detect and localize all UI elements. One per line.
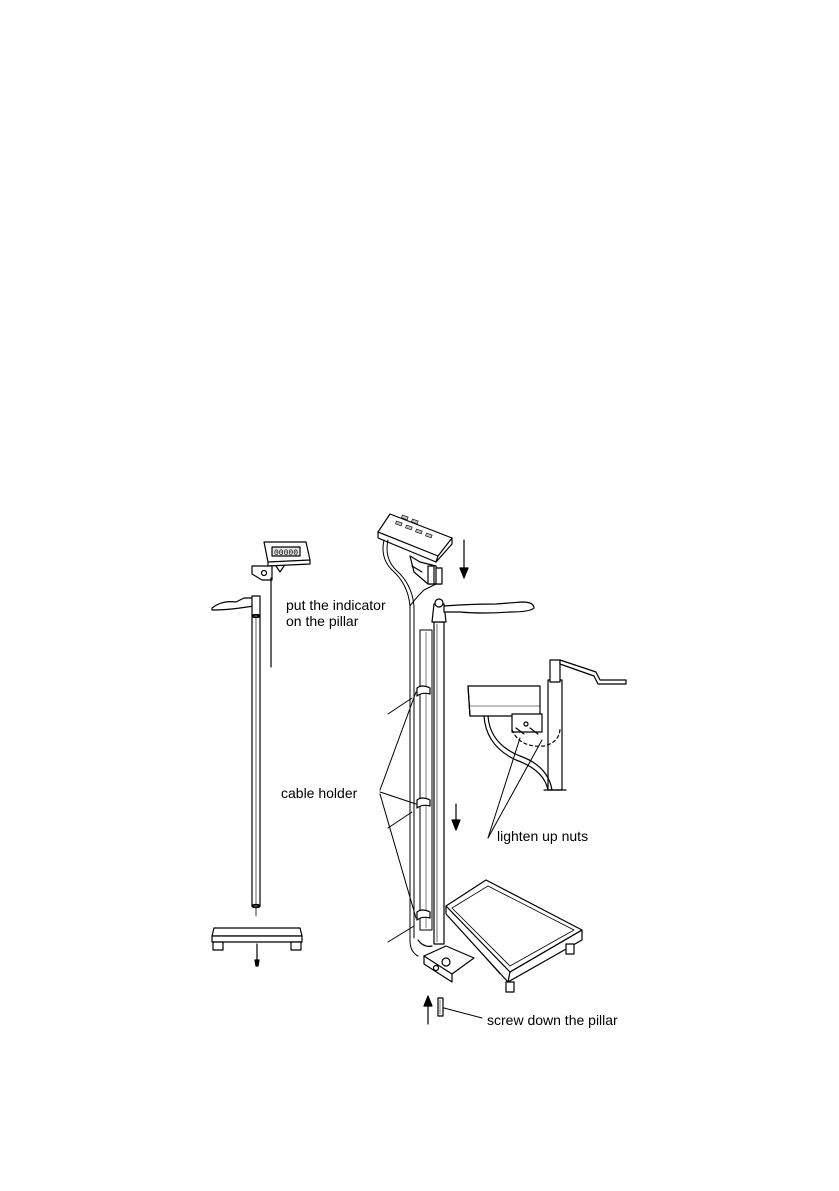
indicator-head-drawing bbox=[378, 514, 452, 584]
down-arrow-mid bbox=[452, 804, 460, 830]
small-indicator-digits: 00000 bbox=[274, 549, 298, 558]
screw-and-arrow bbox=[424, 996, 443, 1024]
indicator-label-line2: on the pillar bbox=[286, 613, 358, 629]
down-arrow-head bbox=[460, 540, 468, 578]
lighten-nuts-label: lighten up nuts bbox=[497, 828, 588, 844]
cable-holder-label: cable holder bbox=[281, 785, 357, 801]
pillar-drawing bbox=[420, 599, 446, 944]
small-indicator-drawing: 00000 bbox=[252, 542, 310, 580]
screw-down-label: screw down the pillar bbox=[487, 1012, 618, 1028]
small-pillar-drawing bbox=[252, 615, 260, 917]
indicator-label-line1: put the indicator bbox=[286, 597, 386, 613]
handle-drawing bbox=[444, 602, 534, 613]
small-base-drawing bbox=[212, 928, 302, 966]
small-handle-drawing bbox=[212, 596, 260, 616]
inset-detail bbox=[468, 660, 626, 790]
